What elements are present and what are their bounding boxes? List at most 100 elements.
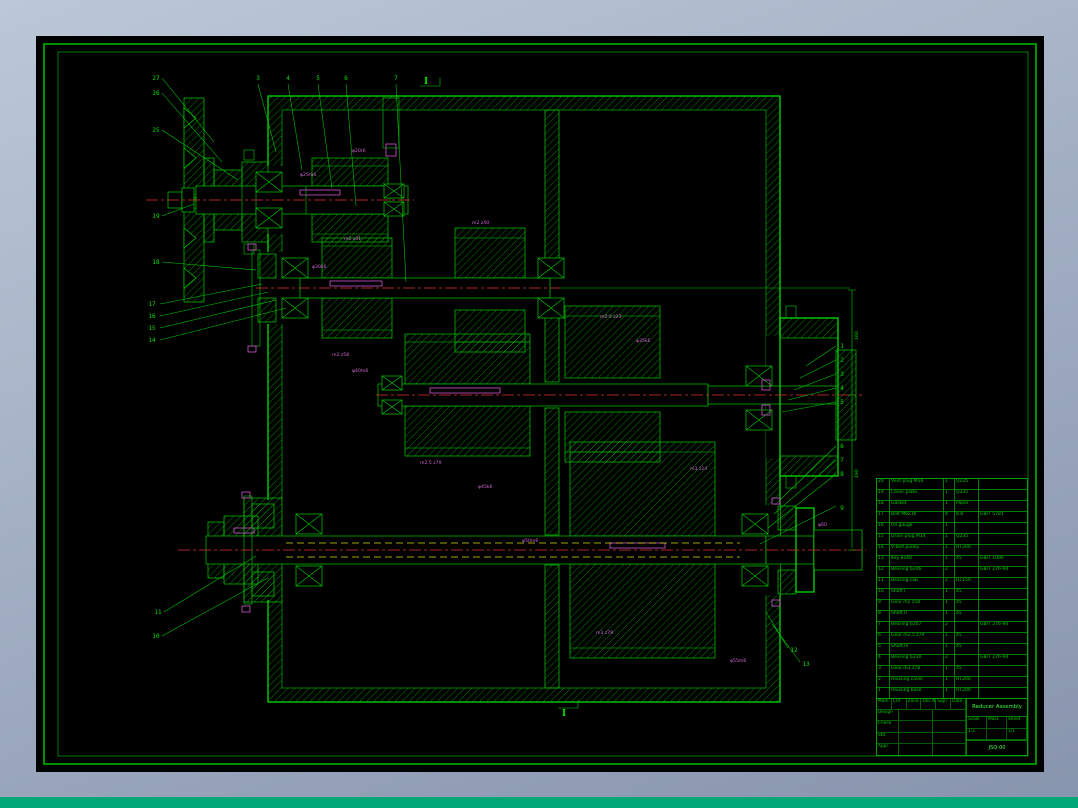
balloon-label: 8 bbox=[840, 471, 844, 478]
cell: 45 bbox=[955, 666, 979, 676]
cell: 4 bbox=[944, 512, 955, 522]
bearing-shaft2-left bbox=[281, 257, 309, 279]
centerlines-red bbox=[146, 199, 866, 551]
balloon-label: 5 bbox=[316, 75, 320, 82]
section-marks: I I bbox=[420, 77, 579, 719]
balloon-label: 18 bbox=[152, 259, 160, 266]
cell: Vent plug M16 bbox=[890, 479, 944, 489]
cell: 45 bbox=[955, 611, 979, 621]
gear-shaft4-lower bbox=[569, 563, 716, 659]
cell: Check bbox=[877, 721, 899, 732]
cell bbox=[979, 589, 1027, 599]
dimension-label: m2 z58 bbox=[332, 352, 349, 358]
cell: 5 bbox=[877, 644, 890, 654]
cell: Shaft II bbox=[890, 611, 944, 621]
bearing-shaft2-right bbox=[537, 297, 565, 319]
cell: Scale bbox=[967, 717, 987, 729]
cell: 19 bbox=[877, 490, 890, 500]
balloon-label: 2 bbox=[840, 357, 844, 364]
cell: GB/T 276-94 bbox=[980, 622, 1009, 627]
title-block-revision-grid: Mark Cnt Zone Doc.No Sign Date Design Ch… bbox=[877, 699, 967, 755]
cell: Gear m3 z78 bbox=[890, 666, 944, 676]
gear-shaft2-big-upper bbox=[321, 237, 393, 279]
cell: Date bbox=[951, 699, 966, 710]
bearing-shaft3-right bbox=[745, 365, 773, 387]
dimension-label: φ45k6 bbox=[478, 484, 493, 490]
cell: 1 bbox=[944, 545, 955, 555]
cell: 14 bbox=[877, 545, 890, 555]
cell: Drain plug M14 bbox=[890, 534, 944, 544]
cell: 1 bbox=[944, 556, 955, 566]
cell bbox=[979, 534, 1027, 544]
cell: Sheet bbox=[1007, 717, 1027, 729]
cell: 3 bbox=[877, 666, 890, 676]
cell: Q235 bbox=[955, 490, 979, 500]
bearing-shaft2-right bbox=[537, 257, 565, 279]
cell: 1 bbox=[944, 490, 955, 500]
pinion-shaft2-upper bbox=[454, 227, 526, 279]
cell bbox=[979, 677, 1027, 687]
cell: 18 bbox=[877, 501, 890, 511]
balloon-label: 15 bbox=[148, 325, 156, 332]
cell: 1 bbox=[944, 479, 955, 489]
bearing-shaft4-right bbox=[741, 565, 769, 587]
cell: Q235 bbox=[955, 534, 979, 544]
balloon-label: 4 bbox=[286, 75, 290, 82]
cell: Bearing 6207 bbox=[890, 622, 944, 632]
bottom-green-strip bbox=[0, 797, 1078, 808]
cell: HT200 bbox=[955, 688, 979, 698]
cell bbox=[979, 666, 1027, 676]
cell: 8.8 bbox=[955, 512, 979, 522]
balloon-label: 5 bbox=[840, 399, 844, 406]
drawing-title: Reducer Assembly bbox=[967, 699, 1027, 717]
cell: 1 bbox=[944, 501, 955, 511]
balloon-label: 17 bbox=[148, 301, 156, 308]
dimension-label: m2 z31 bbox=[344, 236, 361, 242]
cell bbox=[979, 490, 1027, 500]
dimension-label: φ60 bbox=[818, 522, 827, 528]
bearing-shaft4-left bbox=[295, 513, 323, 535]
cell: Design bbox=[877, 710, 899, 721]
cell: 8 bbox=[877, 611, 890, 621]
cell bbox=[955, 567, 979, 577]
cell: 1 bbox=[944, 633, 955, 643]
balloon-label: 6 bbox=[344, 75, 348, 82]
cell: 2 bbox=[944, 655, 955, 665]
cell bbox=[979, 479, 1027, 489]
cell: HT200 bbox=[955, 545, 979, 555]
keyway-shaft1 bbox=[299, 189, 341, 196]
cell: 2 bbox=[877, 677, 890, 687]
cell bbox=[899, 710, 933, 721]
dimension-label: φ50m6 bbox=[522, 538, 538, 544]
cell: Oil gauge bbox=[890, 523, 944, 533]
cell: GB/T 276-94 bbox=[980, 567, 1009, 572]
balloon-label: 14 bbox=[148, 337, 156, 344]
gear-shaft1-upper bbox=[311, 157, 389, 187]
phantom-lines-yellow bbox=[286, 542, 740, 558]
cell: 7 bbox=[877, 622, 890, 632]
dimension-chain-right: 160 190 bbox=[560, 287, 860, 551]
cell bbox=[955, 523, 979, 533]
balloon-label: 13 bbox=[802, 661, 810, 668]
cell bbox=[979, 600, 1027, 610]
cell: Cnt bbox=[892, 699, 907, 710]
keyway-shaft3 bbox=[429, 387, 501, 394]
dimension-label: φ25m6 bbox=[300, 172, 316, 178]
cell: 16 bbox=[877, 523, 890, 533]
cell bbox=[933, 721, 966, 732]
cell: 4 bbox=[877, 655, 890, 665]
dimension-label: m2.5 z23 bbox=[600, 314, 622, 320]
gear-shaft3-big-upper bbox=[404, 333, 531, 385]
cell bbox=[979, 633, 1027, 643]
section-mark-label: I bbox=[424, 77, 428, 87]
cell: Cover plate bbox=[890, 490, 944, 500]
cell: 1 bbox=[944, 677, 955, 687]
balloon-label: 10 bbox=[152, 633, 160, 640]
